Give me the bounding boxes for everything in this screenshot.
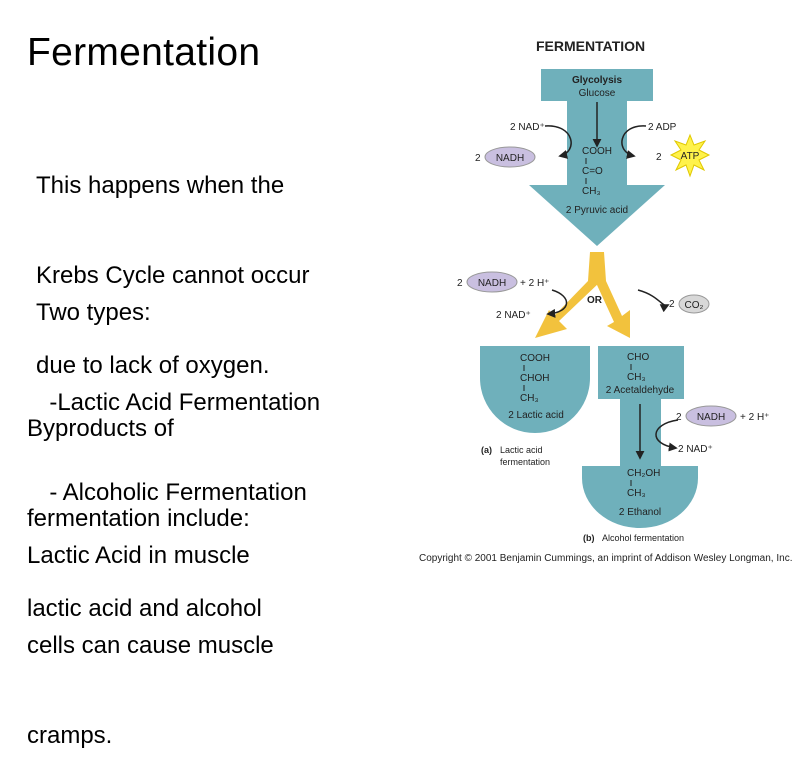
text-line: -Lactic Acid Fermentation xyxy=(36,389,321,416)
nadh-low-label: NADH xyxy=(697,412,725,423)
text-line: Two types: xyxy=(36,299,151,326)
atp-count: 2 xyxy=(656,152,662,163)
text-line: - Alcoholic Fermentation xyxy=(36,479,307,506)
nadh-count: 2 xyxy=(475,153,481,164)
co2-oval xyxy=(678,294,710,314)
nadh-mid-oval xyxy=(466,271,518,293)
glycolysis-arrow-shape xyxy=(529,69,665,246)
co2-release-arrow xyxy=(637,289,670,313)
oxygen-paragraph: This happens when the Krebs Cycle cannot… xyxy=(36,111,309,411)
lactic-ch3-label: CH₃ xyxy=(520,393,539,404)
nadh-oval xyxy=(484,146,536,168)
or-label: OR xyxy=(587,295,603,306)
nadh-to-nad-arrow xyxy=(546,289,568,318)
ethanol-ch2oh-label: CH₂OH xyxy=(627,468,660,479)
nad-low-label: 2 NAD⁺ xyxy=(678,444,713,455)
atp-starburst xyxy=(669,133,711,178)
text-line: fermentation include: xyxy=(27,505,250,532)
text-line: cells can cause muscle xyxy=(27,632,274,659)
copyright-text: Copyright © 2001 Benjamin Cummings, an i… xyxy=(419,553,792,564)
nadh-label: NADH xyxy=(496,153,524,164)
cooh-label: COOH xyxy=(582,146,612,157)
nadh-mid-count: 2 xyxy=(457,278,463,289)
ch3-label: CH₃ xyxy=(582,186,601,197)
co2-label: CO₂ xyxy=(685,300,704,311)
text-line: cramps. xyxy=(27,722,113,749)
lactic-acid-label: 2 Lactic acid xyxy=(508,410,564,421)
nad-top-label: 2 NAD⁺ xyxy=(510,122,545,133)
text-line: Lactic Acid in muscle xyxy=(27,542,250,569)
nad-mid-label: 2 NAD⁺ xyxy=(496,310,531,321)
pyruvic-acid-label: 2 Pyruvic acid xyxy=(566,205,628,216)
alc-cho-label: CHO xyxy=(627,352,649,363)
alcohol-branch-arrow xyxy=(590,252,630,338)
hydrogen-low-label: + 2 H⁺ xyxy=(740,412,769,423)
nadh-low-oval xyxy=(685,405,737,427)
lactic-cooh-label: COOH xyxy=(520,353,550,364)
lactic-acid-bowl xyxy=(480,346,590,433)
nad-to-nadh-arrow xyxy=(544,125,572,159)
alc-ch3-label: CH₃ xyxy=(627,372,646,383)
adp-label: 2 ADP xyxy=(648,122,677,133)
co-label: C=O xyxy=(582,166,603,177)
atp-label: ATP xyxy=(681,151,700,162)
diagram-heading: FERMENTATION xyxy=(536,38,645,54)
caption-a-letter: (a) xyxy=(481,445,492,455)
page-title: Fermentation xyxy=(27,31,261,74)
text-line: This happens when the xyxy=(36,172,285,199)
caption-a-line: Lactic acid xyxy=(500,445,543,455)
nadh-low-to-nad-arrow xyxy=(655,419,679,452)
co2-count: 2 xyxy=(669,299,675,310)
caption-b-label: Alcohol fermentation xyxy=(602,533,684,543)
ethanol-label: 2 Ethanol xyxy=(619,507,661,518)
types-paragraph: Two types: -Lactic Acid Fermentation - A… xyxy=(36,238,320,538)
lactic-choh-label: CHOH xyxy=(520,373,549,384)
cramps-paragraph: Lactic Acid in muscle cells can cause mu… xyxy=(27,481,274,781)
adp-to-atp-arrow xyxy=(621,125,647,159)
hydrogen-label: + 2 H⁺ xyxy=(520,278,549,289)
nadh-mid-label: NADH xyxy=(478,278,506,289)
text-line: Byproducts of xyxy=(27,415,174,442)
nadh-low-count: 2 xyxy=(676,412,682,423)
fermentation-diagram: FERMENTATION Glycolysis Glucose COOH C=O… xyxy=(419,38,792,564)
text-line: Krebs Cycle cannot occur xyxy=(36,262,310,289)
text-line: due to lack of oxygen. xyxy=(36,352,270,379)
glucose-label: Glucose xyxy=(579,88,616,99)
ethanol-ch3-label: CH₃ xyxy=(627,488,646,499)
caption-b-letter: (b) xyxy=(583,533,595,543)
acetaldehyde-label: 2 Acetaldehyde xyxy=(606,385,675,396)
glycolysis-label: Glycolysis xyxy=(572,75,622,86)
caption-a-line: fermentation xyxy=(500,457,550,467)
